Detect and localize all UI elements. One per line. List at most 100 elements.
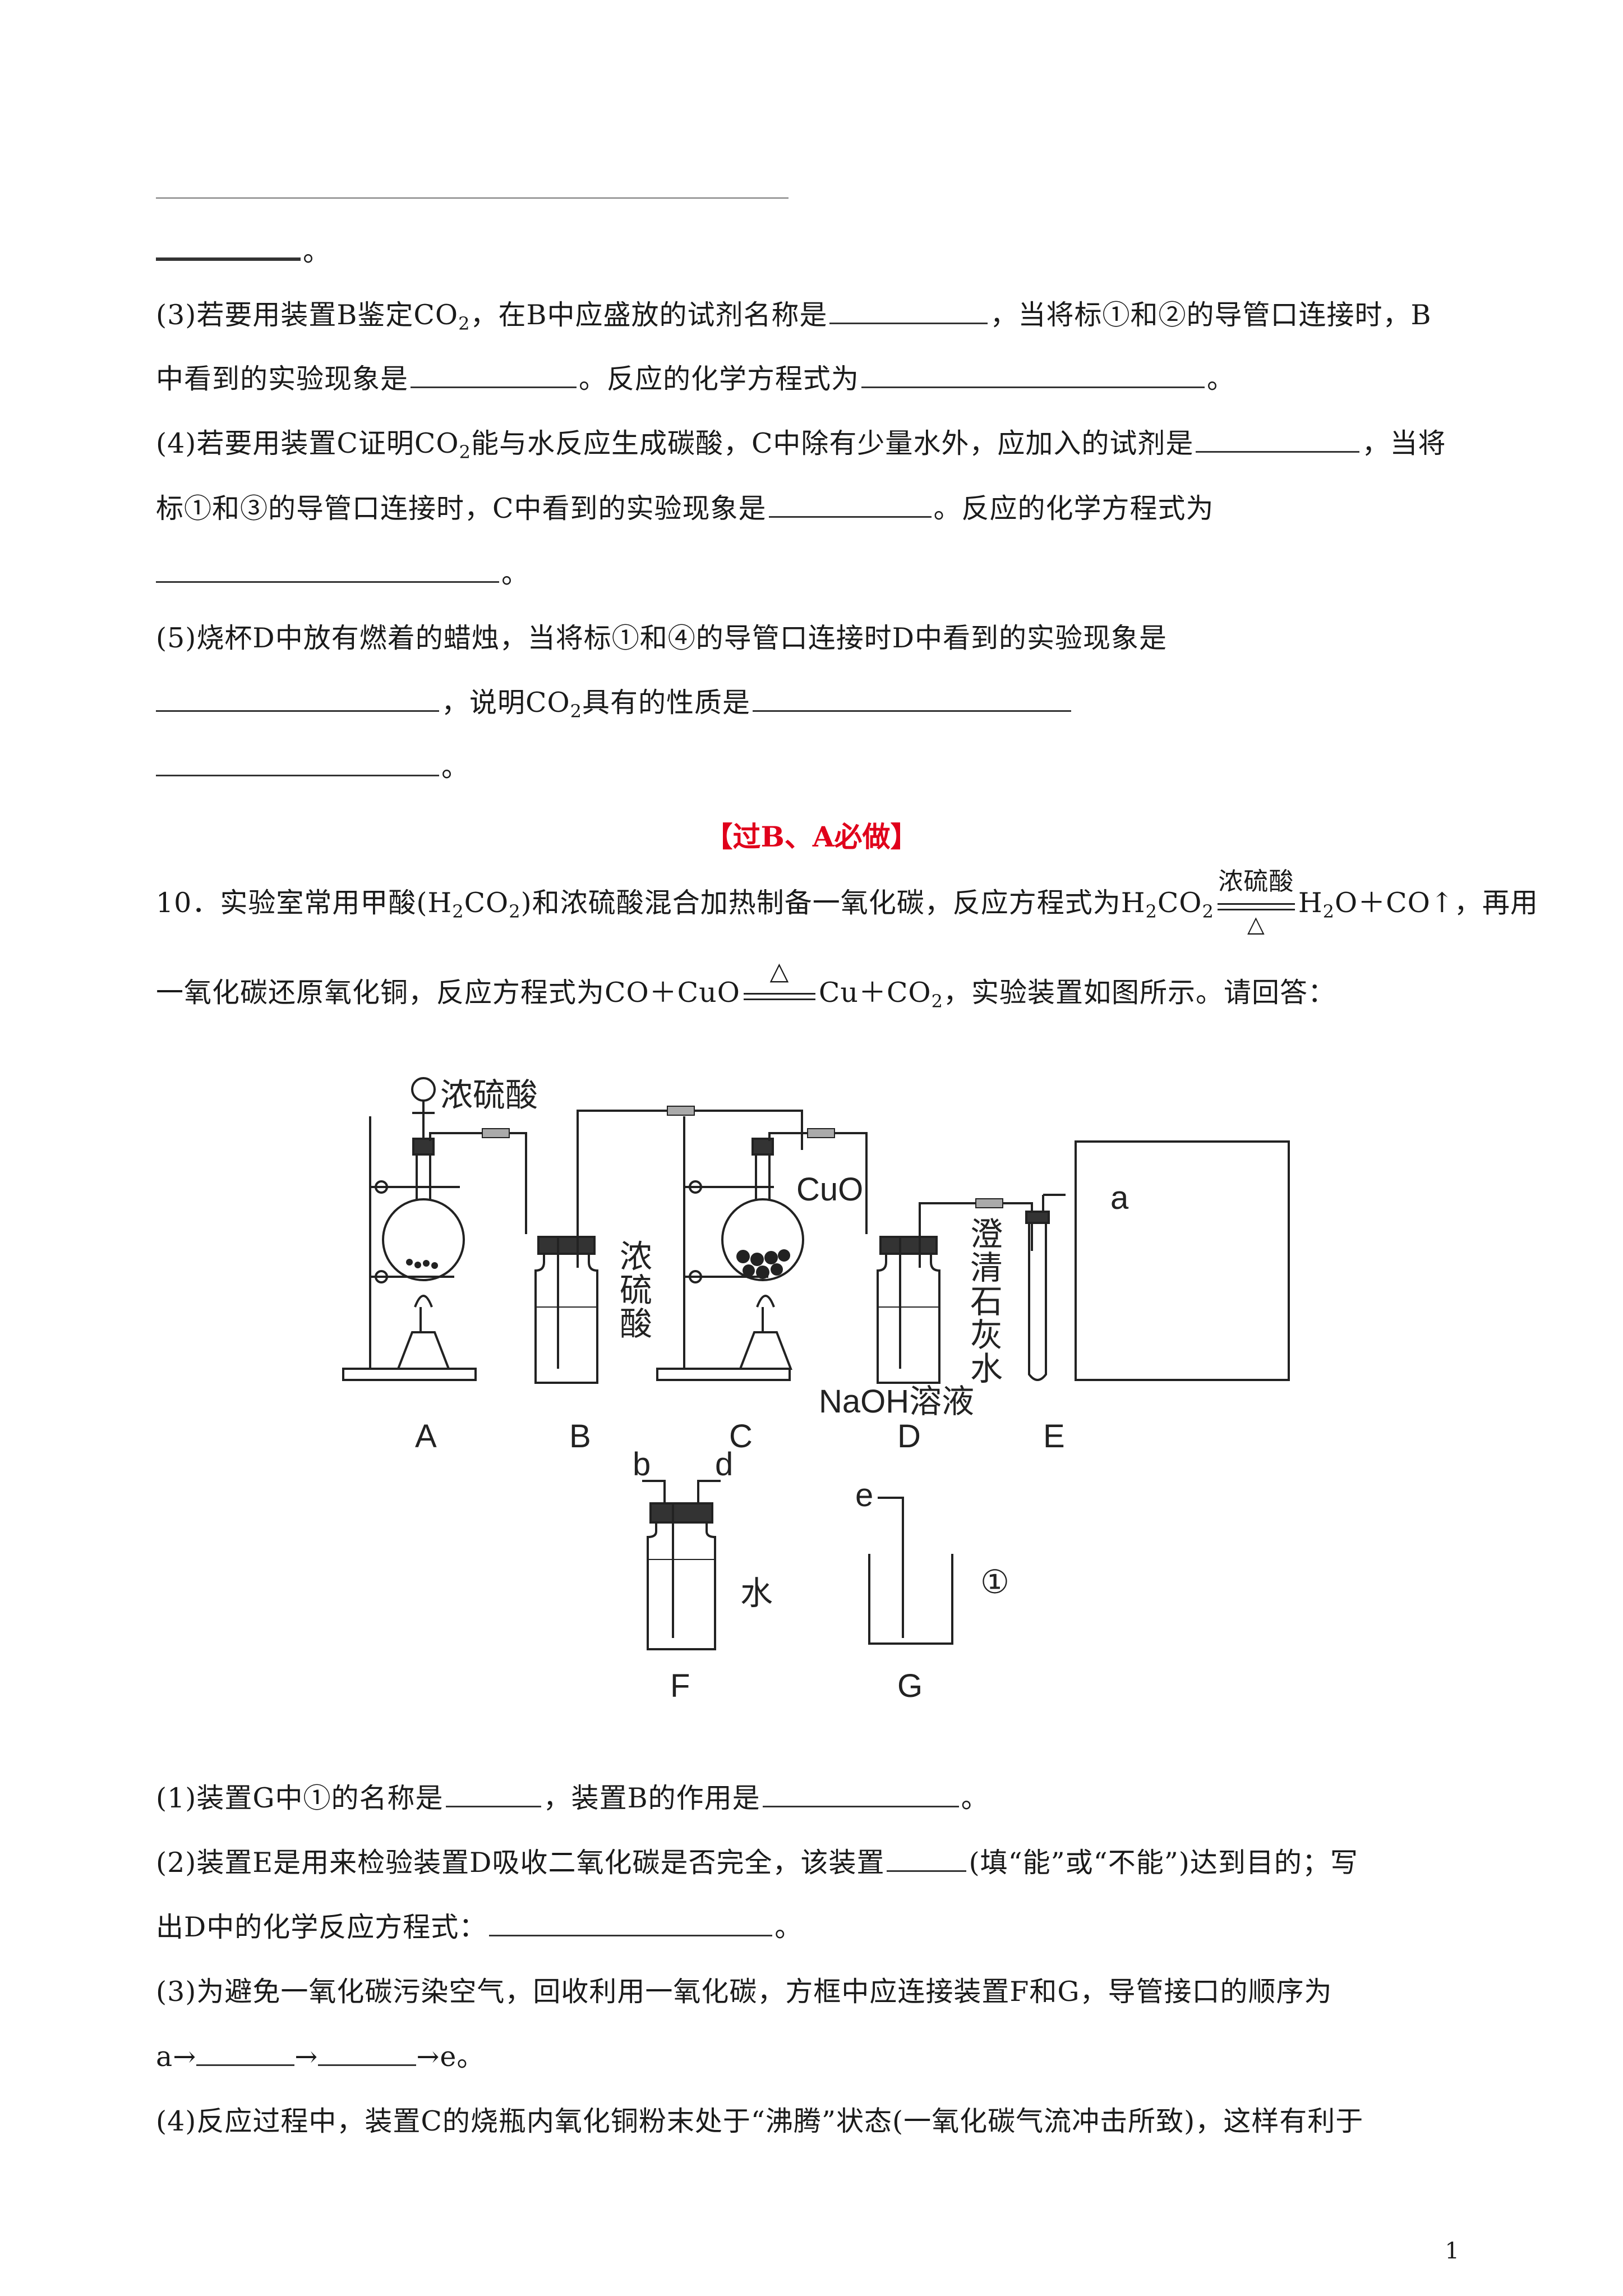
q5-text-b: ，说明CO [441,687,570,719]
connection-box [1075,1140,1290,1381]
label-acid-b-2: 硫 [620,1272,652,1309]
label-limewater-3: 石 [970,1283,1003,1320]
section-title: 【过B、A必做】 [704,820,919,853]
q3-text-d: 中看到的实验现象是 [156,363,409,395]
q10-text: CO [1157,887,1202,919]
stand-base [342,1368,477,1381]
label-C: C [729,1418,753,1455]
q10-text: O＋CO↑，再用 [1334,887,1538,919]
sub-question-3-line-1: (3)为避免一氧化碳污染空气，回收利用一氧化碳，方框中应连接装置F和G，导管接口… [156,1975,1472,2009]
q4-text-a: (4)若要用装置C证明CO [156,427,459,459]
label-a: a [1110,1180,1129,1216]
answer-blank[interactable] [753,685,1072,712]
label-limewater-2: 清 [970,1250,1003,1286]
sub-q2-text: 出D中的化学反应方程式： [156,1911,487,1943]
answer-blank[interactable] [156,556,499,583]
label-limewater-1: 澄 [970,1216,1003,1253]
equals-bar [743,998,815,1000]
sub-question-3-line-2: a→ → →e。 [156,2040,1472,2074]
gas-bottle-b [534,1254,598,1384]
gas-bottle-d [877,1254,940,1384]
period-text: 。 [303,236,331,268]
q10-text: CO [464,887,509,919]
answer-blank[interactable] [762,1781,959,1807]
apparatus-diagram: 浓硫酸 浓 硫 酸 CuO 澄 清 石 灰 水 NaOH溶液 a 水 b d e… [342,1077,1290,1704]
subscript: 2 [452,901,464,922]
label-G: G [897,1668,923,1704]
question-5-line-1: (5)烧杯D中放有燃着的蜡烛，当将标①和④的导管口连接时D中看到的实验现象是 [156,622,1472,655]
sub-q3-text: (3)为避免一氧化碳污染空气，回收利用一氧化碳，方框中应连接装置F和G，导管接口… [156,1976,1332,2008]
q4-text-b: 能与水反应生成碳酸，C中除有少量水外，应加入的试剂是 [471,427,1194,459]
q3-text-f: 。 [1207,363,1235,395]
equals-bar [1217,908,1295,910]
subscript: 2 [458,313,471,334]
answer-blank[interactable] [156,750,439,776]
answer-blank[interactable] [156,685,439,712]
q3-text-a: (3)若要用装置B鉴定CO [156,299,459,331]
page-number: 1 [1445,2238,1459,2264]
sub-q2-text: (填“能”或“不能”)达到目的；写 [969,1847,1358,1879]
sub-q3-text: a→ [156,2041,197,2073]
label-b: b [633,1446,651,1483]
sub-question-4: (4)反应过程中，装置C的烧瓶内氧化铜粉末处于“沸腾”状态(一氧化碳气流冲击所致… [156,2105,1472,2138]
answer-blank[interactable] [445,1781,541,1807]
beaker-g [868,1554,953,1645]
q3-text-e: 。反应的化学方程式为 [579,363,860,395]
subscript: 2 [931,991,943,1012]
answer-blank[interactable] [1196,426,1360,453]
q10-text: Cu＋CO [818,977,932,1009]
equals-bar [1217,903,1295,905]
condition-top: △ [769,956,790,986]
gas-bottle-f [647,1522,716,1650]
sub-q3-text: →e。 [416,2041,485,2073]
q10-text: 10．实验室常用甲酸(H [156,887,453,919]
equals-bar [743,992,815,995]
separatory-funnel [411,1077,436,1102]
question-3-line-1: (3)若要用装置B鉴定CO2，在B中应盛放的试剂名称是，当将标①和②的导管口连接… [156,298,1472,341]
sub-question-2-line-1: (2)装置E是用来检验装置D吸收二氧化碳是否完全，该装置(填“能”或“不能”)达… [156,1846,1472,1880]
answer-blank[interactable] [156,233,301,261]
flask-c [721,1198,804,1281]
answer-blank[interactable] [887,1846,967,1872]
question-4-line-1: (4)若要用装置C证明CO2能与水反应生成碳酸，C中除有少量水外，应加入的试剂是… [156,426,1472,469]
q10-text: 一氧化碳还原氧化铜，反应方程式为CO＋CuO [156,977,740,1009]
question-10-line-1: 10．实验室常用甲酸(H2CO2)和浓硫酸混合加热制备一氧化碳，反应方程式为H2… [156,867,1538,937]
alcohol-lamp-a [396,1331,450,1370]
label-e: e [855,1477,873,1513]
q10-text: H [1298,887,1323,919]
label-A: A [415,1418,437,1455]
subscript: 2 [509,901,521,922]
q10-text: )和浓硫酸混合加热制备一氧化碳，反应方程式为H [520,887,1146,919]
label-acid-b-3: 酸 [620,1306,652,1342]
subscript: 2 [459,441,471,463]
question-10-line-2: 一氧化碳还原氧化铜，反应方程式为CO＋CuO△Cu＋CO2，实验装置如图所示。请… [156,957,1472,1018]
question-3-line-2: 中看到的实验现象是 。反应的化学方程式为 。 [156,362,1472,396]
answer-blank[interactable] [318,2040,417,2066]
question-4-line-3: 。 [156,556,1472,591]
answer-blank-line [156,197,789,199]
subscript: 2 [570,701,583,722]
sub-q4-text: (4)反应过程中，装置C的烧瓶内氧化铜粉末处于“沸腾”状态(一氧化碳气流冲击所致… [156,2105,1364,2137]
answer-blank[interactable] [861,362,1205,388]
condition-bottom: △ [1247,911,1265,937]
label-d: d [715,1446,733,1483]
bottle-b-stopper [537,1236,596,1255]
flask-a [382,1198,465,1281]
q4-text-c: ，当将 [1362,427,1446,459]
answer-blank[interactable] [411,362,577,388]
answer-blank[interactable] [489,1910,773,1936]
answer-blank[interactable] [768,491,932,518]
label-acid-b-1: 浓 [620,1239,652,1275]
answer-blank[interactable] [196,2040,295,2066]
subscript: 2 [1202,901,1214,922]
question-4-line-2: 标①和③的导管口连接时，C中看到的实验现象是。反应的化学方程式为 [156,491,1472,526]
q4-text-e: 。反应的化学方程式为 [933,493,1214,524]
label-D: D [897,1418,921,1455]
sub-q1-text: 。 [961,1782,989,1814]
sub-q2-text: 。 [774,1911,803,1943]
label-limewater-5: 水 [970,1351,1003,1387]
sub-q3-text: → [294,2041,319,2073]
subscript: 2 [1145,901,1158,922]
answer-blank[interactable] [829,298,988,324]
